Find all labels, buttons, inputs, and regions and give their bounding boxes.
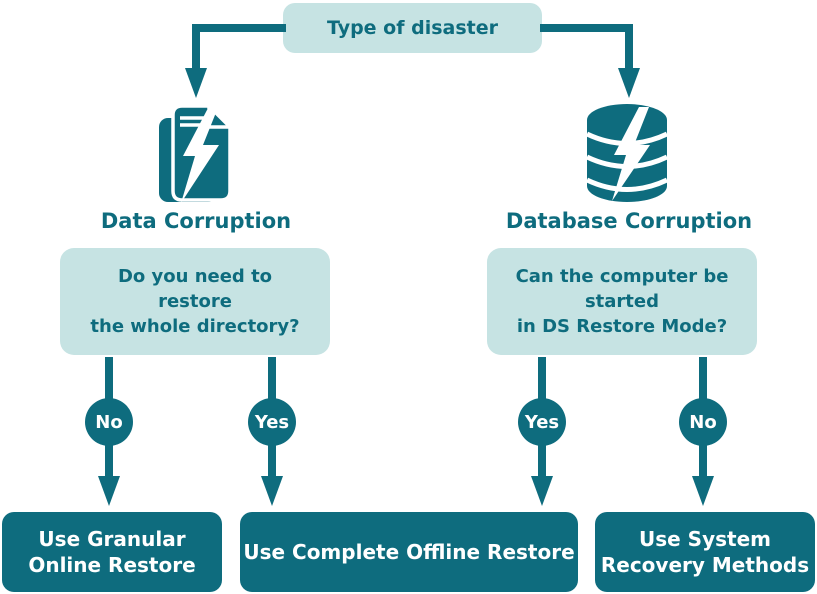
question-line: Can the computer be — [515, 266, 729, 287]
question-line: restore — [158, 291, 232, 312]
answer-circle-yes: Yes — [518, 398, 566, 446]
question-line: Do you need to — [117, 266, 273, 287]
answer-circle-no: No — [85, 398, 133, 446]
arrow-down-icon — [261, 476, 283, 506]
outcome-line: Use Granular — [38, 527, 186, 551]
arrow-down-icon — [98, 476, 120, 506]
outcome-line: Online Restore — [28, 553, 196, 577]
question-line: started — [584, 291, 660, 312]
answer-circle-no: No — [679, 398, 727, 446]
question-box-right: Can the computer be started in DS Restor… — [487, 248, 757, 355]
document-lightning-icon — [159, 101, 235, 203]
outcome-line: Use System — [639, 527, 771, 551]
answer-circle-yes: Yes — [248, 398, 296, 446]
question-box-left: Do you need to restore the whole directo… — [60, 248, 330, 355]
type-of-disaster-label: Type of disaster — [326, 17, 499, 39]
branch-label-database-corruption: Database Corruption — [505, 209, 753, 233]
question-line: the whole directory? — [90, 316, 300, 337]
outcome-box-system-recovery-methods: Use System Recovery Methods — [595, 512, 815, 592]
branch-label-data-corruption: Data Corruption — [100, 209, 292, 233]
connector-left-vertical — [192, 24, 200, 70]
connector-right-vertical — [625, 24, 633, 70]
outcome-line: Recovery Methods — [600, 553, 810, 577]
arrow-down-icon — [692, 476, 714, 506]
connector-left-horizontal — [196, 24, 286, 32]
arrow-down-icon — [618, 68, 640, 98]
question-line: in DS Restore Mode? — [516, 316, 728, 337]
database-lightning-icon — [585, 104, 669, 202]
outcome-line: Use Complete Offline Restore — [243, 540, 575, 564]
outcome-box-granular-online-restore: Use Granular Online Restore — [2, 512, 222, 592]
connector-right-horizontal — [540, 24, 629, 32]
arrow-down-icon — [185, 68, 207, 98]
arrow-down-icon — [531, 476, 553, 506]
type-of-disaster-box: Type of disaster — [283, 3, 542, 53]
outcome-box-complete-offline-restore: Use Complete Offline Restore — [240, 512, 578, 592]
